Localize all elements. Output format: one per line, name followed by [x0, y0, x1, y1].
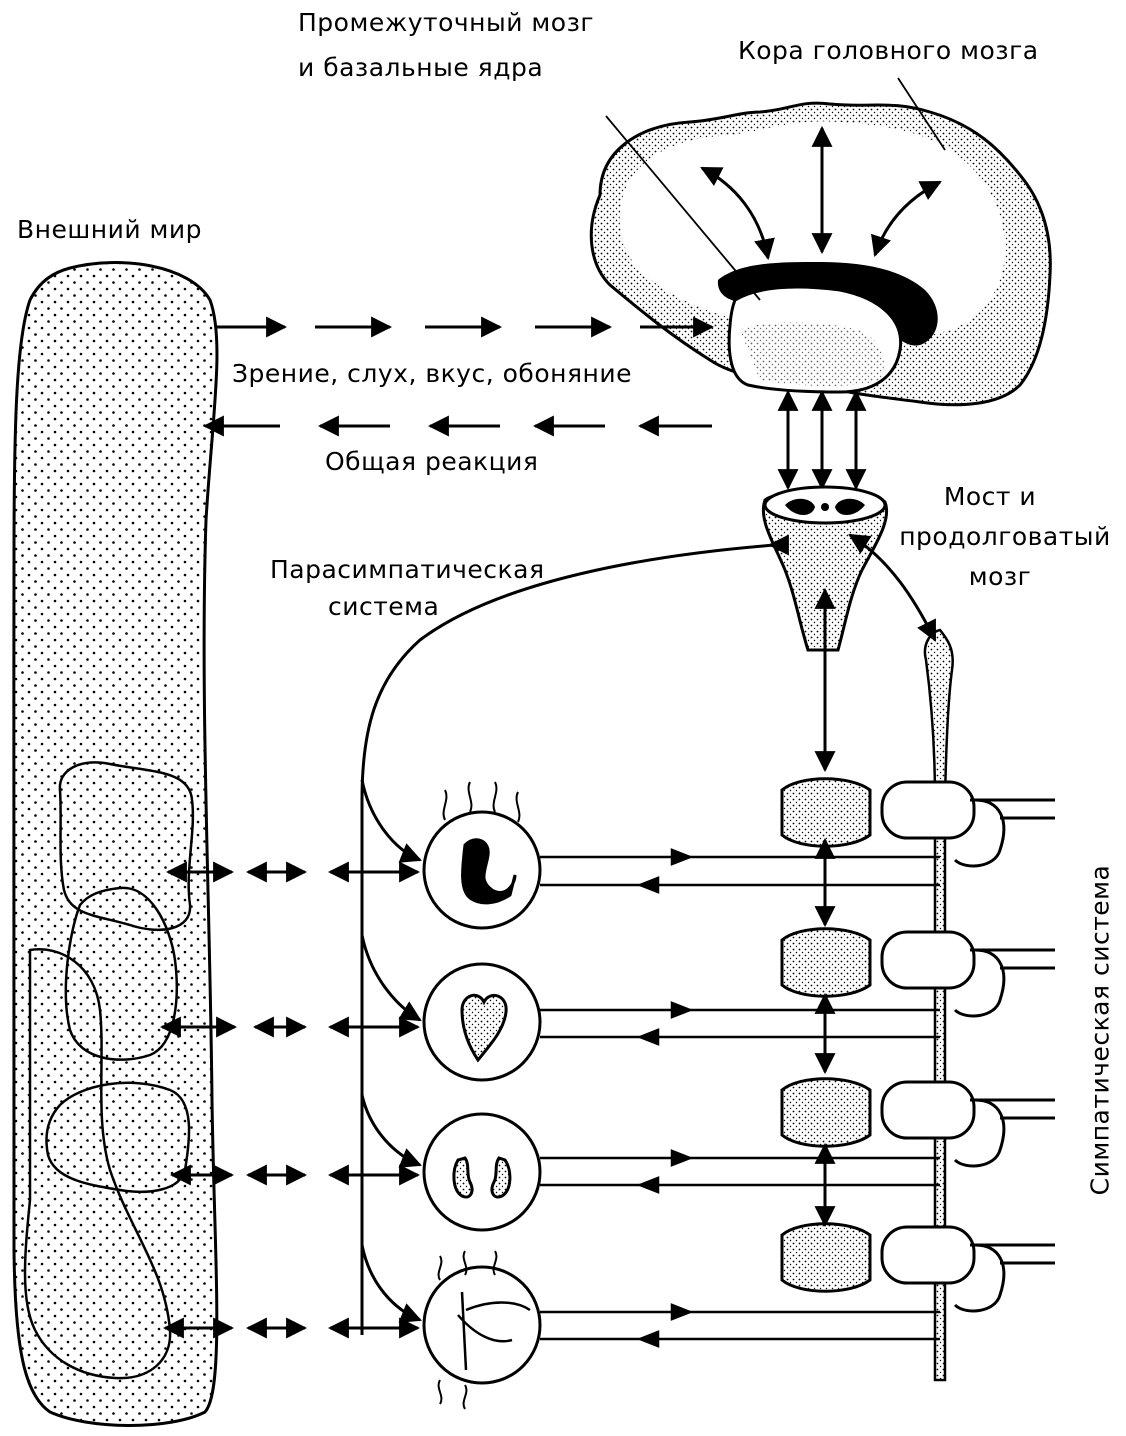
spinal-segment-icon [780, 1077, 1055, 1168]
brainstem-icon [762, 485, 888, 652]
spinal-segment-icon [780, 777, 1055, 868]
label-general-reaction: Общая реакция [325, 447, 539, 476]
spinal-segments [780, 777, 1055, 1313]
label-pons-line2: продолговатый [899, 522, 1111, 551]
label-parasympathetic-line1: Парасимпатическая [270, 555, 545, 584]
label-sympathetic: Симпатическая система [1085, 864, 1115, 1196]
label-senses: Зрение, слух, вкус, обоняние [232, 359, 632, 388]
cortex-arrows [605, 77, 946, 301]
label-diencephalon-line1: Промежуточный мозг [298, 8, 595, 37]
kidneys-organ-icon [422, 1112, 542, 1232]
label-parasympathetic-line2: система [328, 592, 440, 621]
organ-spinal-connections [540, 848, 940, 1348]
label-diencephalon-line2: и базальные ядра [298, 53, 544, 82]
spinal-segment-icon [780, 1222, 1055, 1313]
label-pons-line3: мозг [968, 562, 1032, 591]
label-pons-line1: Мост и [943, 482, 1037, 511]
brain-pons-arrows [777, 389, 867, 491]
muscle-organ-icon [422, 781, 542, 930]
sympathetic-chain [848, 533, 954, 1382]
intestine-organ-icon [422, 1250, 542, 1410]
label-cortex: Кора головного мозга [738, 36, 1039, 65]
parasympathetic-path [360, 534, 789, 1335]
spinal-segment-icon [780, 927, 1055, 1018]
label-external-world: Внешний мир [17, 215, 203, 244]
heart-organ-icon [422, 962, 542, 1082]
organ-interaction-arrows [159, 861, 421, 1339]
external-world-body [11, 261, 219, 1427]
organs [422, 781, 542, 1410]
